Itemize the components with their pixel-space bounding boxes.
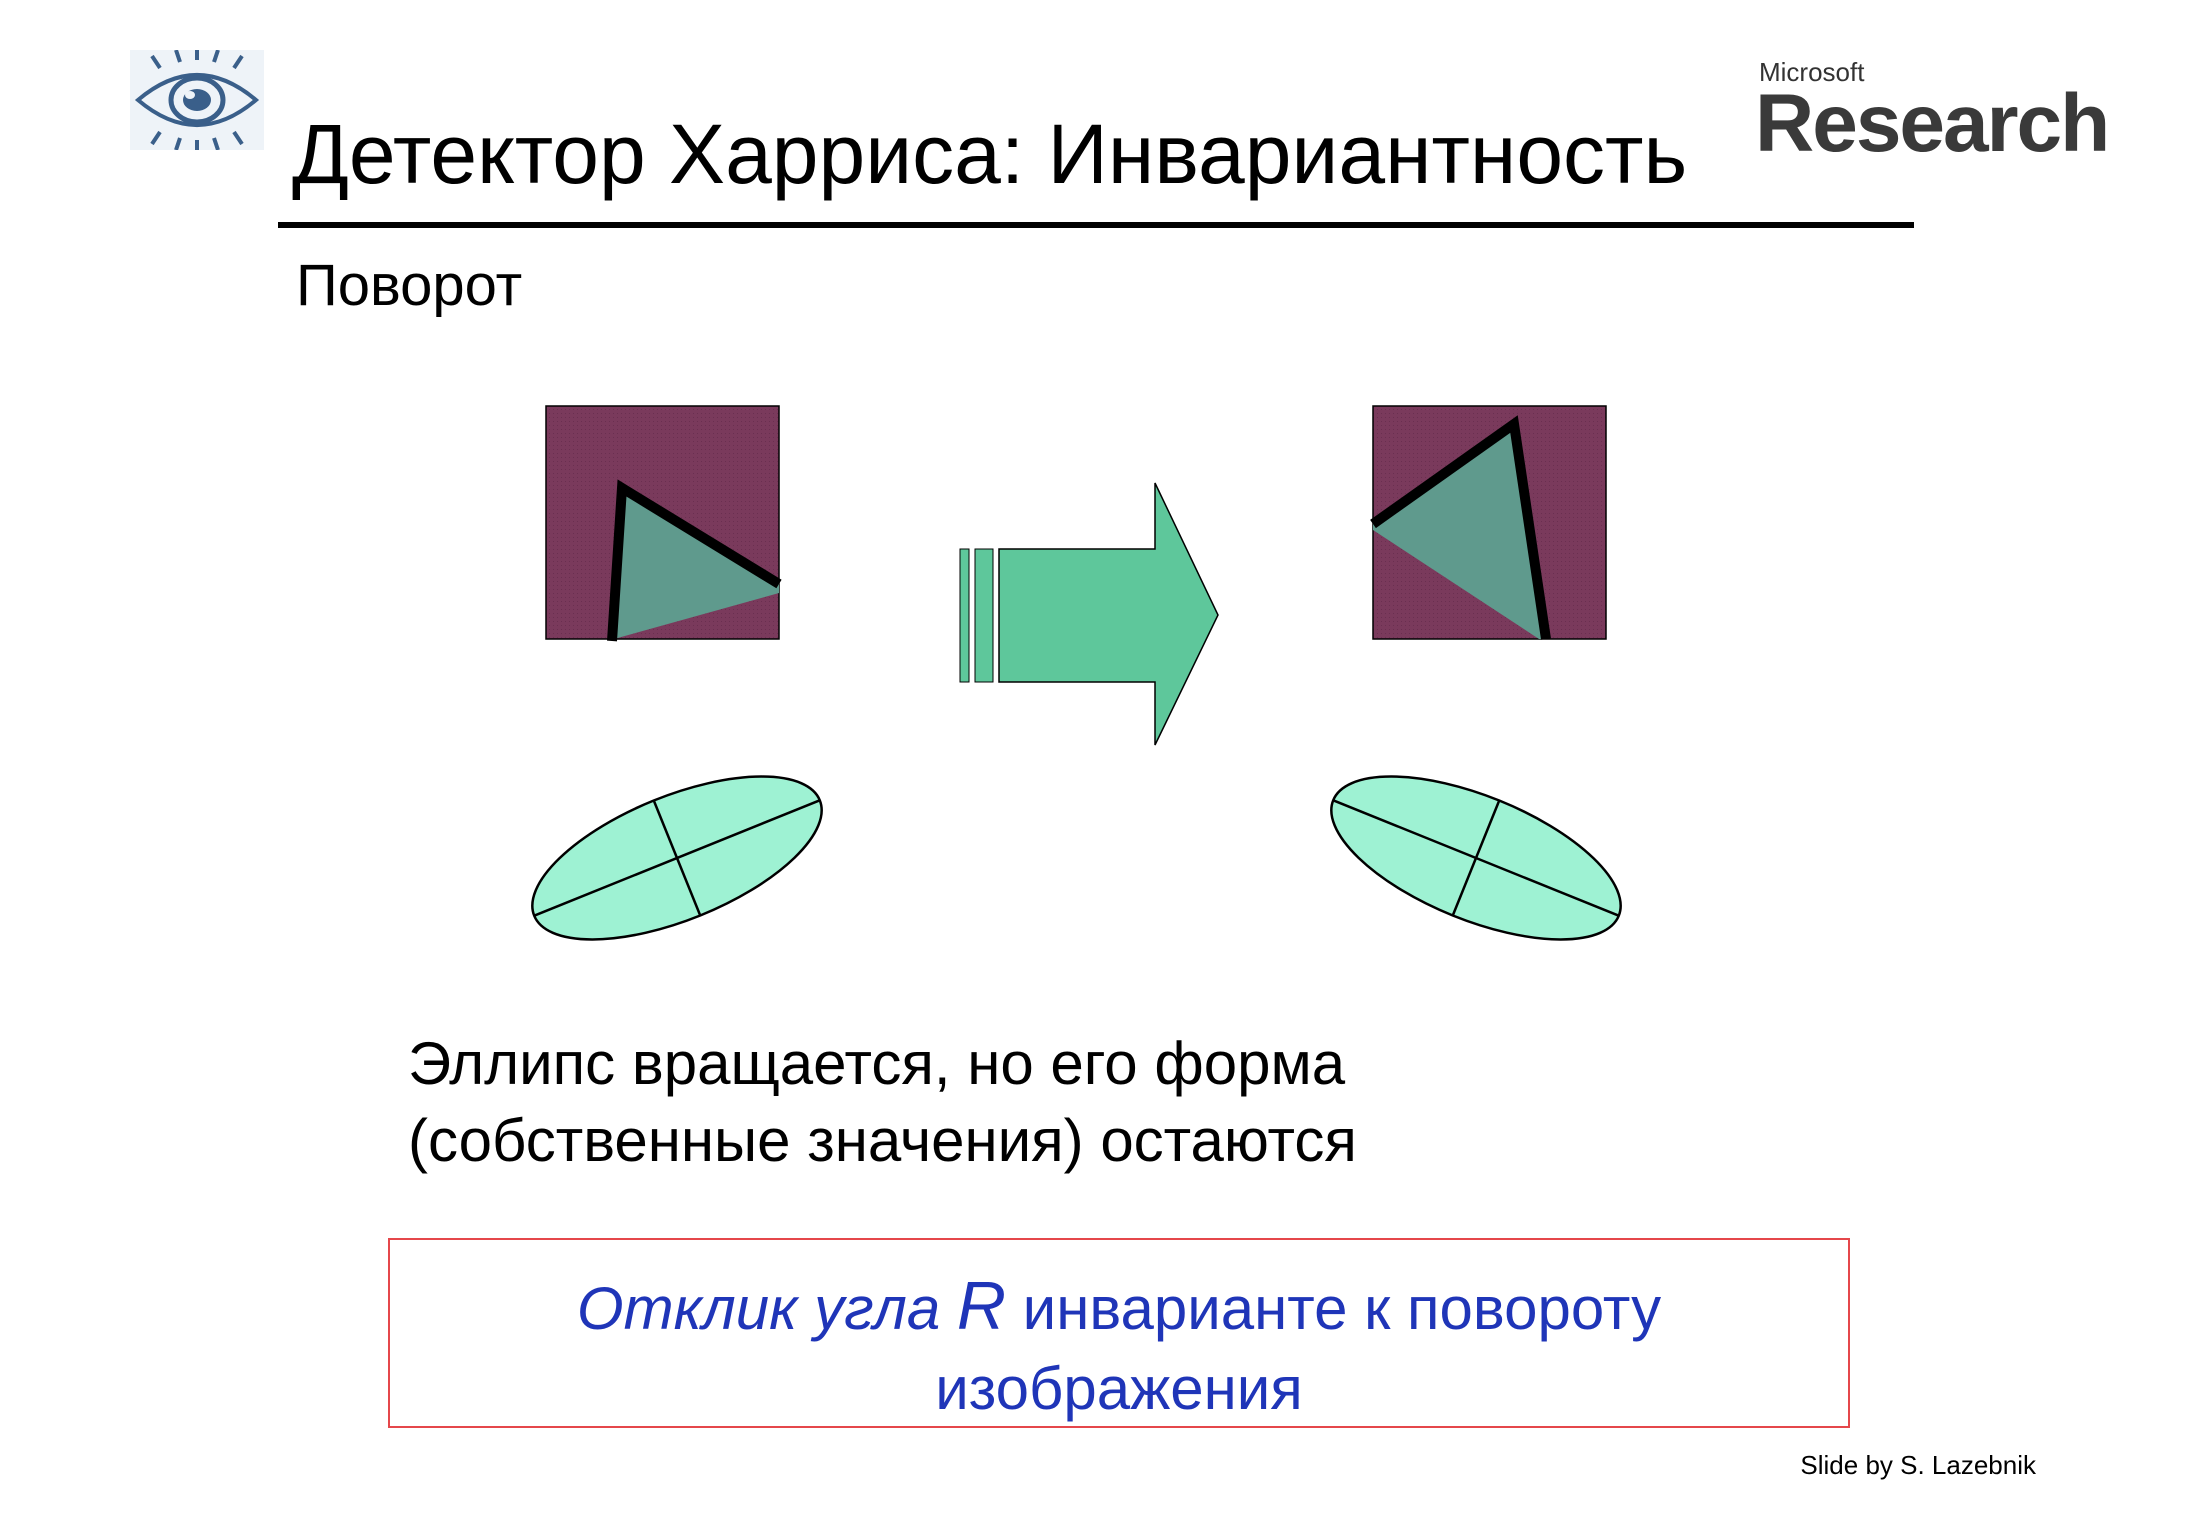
conclusion-italic-prefix: Отклик угла	[576, 1275, 957, 1342]
original-ellipse	[531, 775, 823, 941]
logo-big-text: Research	[1755, 78, 2110, 169]
original-image-square	[545, 405, 782, 642]
eye-logo	[130, 49, 264, 151]
slide-title: Детектор Харриса: Инвариантность	[292, 107, 1688, 201]
ellipse-caption: Эллипс вращается, но его форма (собствен…	[408, 1026, 1608, 1180]
slide-subtitle: Поворот	[296, 253, 523, 318]
slide-credit: Slide by S. Lazebnik	[1800, 1450, 2036, 1480]
conclusion-box: Отклик угла R инварианте к повороту изоб…	[388, 1238, 1850, 1428]
title-divider	[278, 222, 1914, 228]
corner-triangle	[614, 488, 779, 639]
caption-line-1: Эллипс вращается, но его форма	[408, 1030, 1346, 1097]
microsoft-research-logo: Microsoft Research	[1755, 55, 2110, 165]
rotated-image-square	[1370, 405, 1607, 640]
rotation-arrow-icon	[959, 482, 1219, 746]
conclusion-line-1: Отклик угла R инварианте к повороту	[390, 1262, 1848, 1350]
rotated-ellipse	[1330, 775, 1622, 941]
rotated-corner-triangle	[1373, 424, 1546, 639]
logo-small-text: Microsoft	[1759, 57, 1865, 87]
conclusion-rest: инварианте к повороту	[1006, 1275, 1662, 1342]
conclusion-line-2: изображения	[935, 1355, 1303, 1423]
caption-line-2: (собственные значения) остаются	[408, 1106, 1357, 1174]
r-symbol: R	[956, 1268, 1007, 1344]
